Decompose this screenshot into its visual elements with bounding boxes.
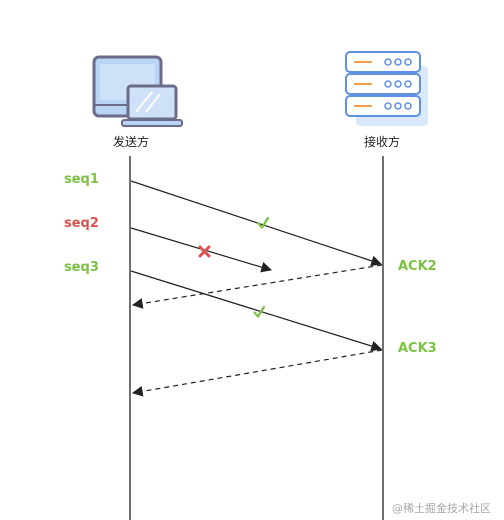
ack3-arrow [131,349,383,397]
server-icon [345,51,428,126]
sender-label: 发送方 [113,135,150,149]
check-icon [253,305,266,318]
ack2-label: ACK2 [398,259,437,274]
receiver-label: 接收方 [364,135,401,149]
seq1-label: seq1 [64,172,99,187]
seq3-label: seq3 [64,260,99,275]
seq2-label: seq2 [64,216,99,231]
seq1-arrow [130,180,383,267]
computer-icon [92,55,183,127]
cross-icon [198,245,211,258]
watermark: @稀土掘金技术社区 [392,502,491,515]
check-icon [257,216,270,229]
seq3-arrow [130,270,383,352]
ack3-label: ACK3 [398,341,437,356]
ack2-arrow [131,264,383,309]
